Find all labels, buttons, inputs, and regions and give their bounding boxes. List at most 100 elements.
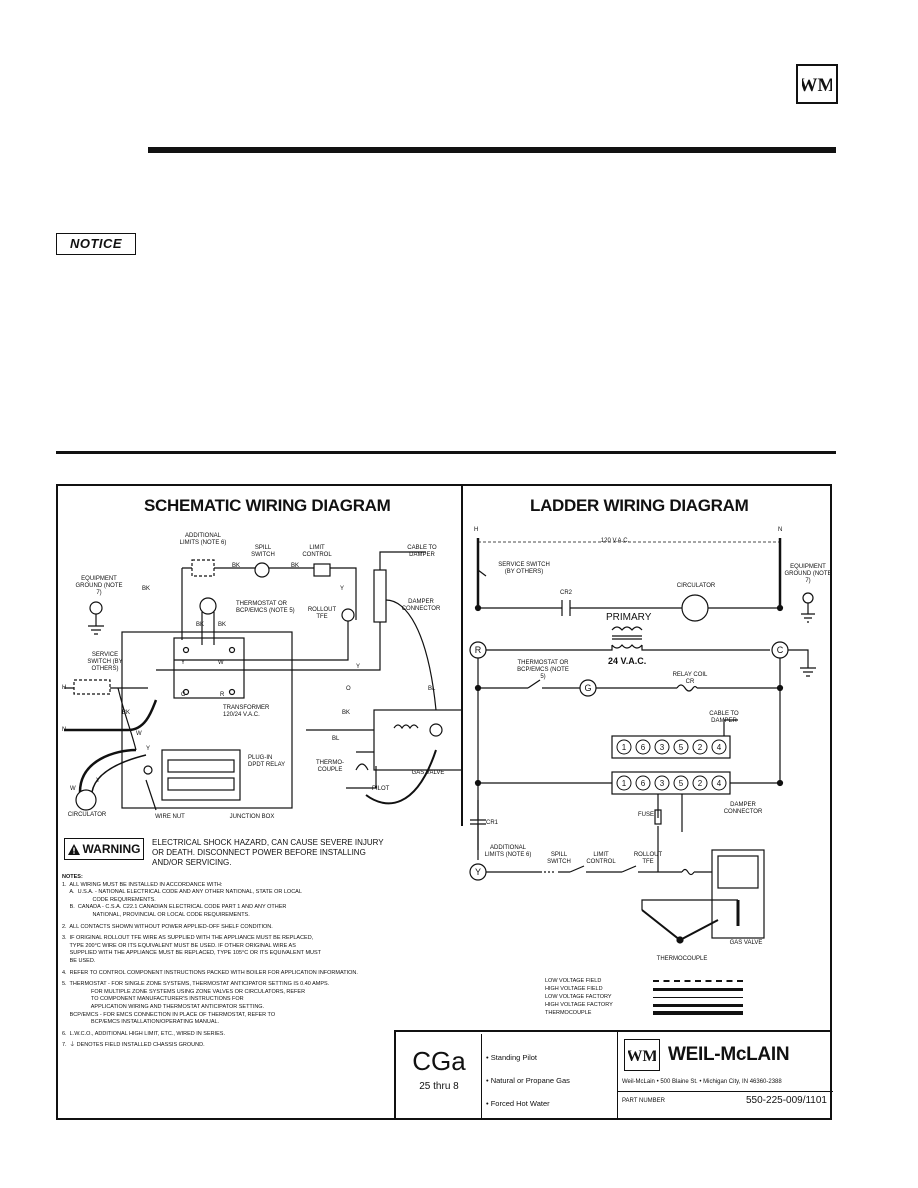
thermostat-symbol xyxy=(199,597,217,615)
legend-swatch-high-factory xyxy=(653,1003,743,1007)
note-line: 5. THERMOSTAT - FOR SINGLE ZONE SYSTEMS,… xyxy=(62,981,330,988)
warning-badge: WARNING xyxy=(64,838,144,860)
bottom-terminal-4: 5 xyxy=(679,779,684,788)
wire-legend: LOW VOLTAGE FIELD HIGH VOLTAGE FIELD LOW… xyxy=(545,977,835,1017)
r-terminal-text: R xyxy=(475,645,482,655)
sch-spill-switch-label: SPILL SWITCH xyxy=(251,545,275,558)
ladder-circulator-symbol xyxy=(681,594,709,622)
svg-text:BK: BK xyxy=(218,622,226,628)
top-terminal-1: 1 xyxy=(622,743,627,752)
model-name: CGa xyxy=(412,1046,466,1076)
svg-text:BK: BK xyxy=(196,622,204,628)
warning-triangle-icon xyxy=(67,843,80,855)
brand-box: WM WEIL-McLAIN Weil-McLain • 500 Blaine … xyxy=(617,1031,833,1120)
note-line: 1. ALL WIRING MUST BE INSTALLED IN ACCOR… xyxy=(62,881,223,888)
model-range: 25 thru 8 xyxy=(419,1081,459,1092)
svg-text:W: W xyxy=(136,731,142,737)
header-rule xyxy=(148,147,836,153)
ladder-gas-valve-box xyxy=(711,849,765,939)
legend-swatch-high-field xyxy=(653,987,743,991)
bottom-terminal-5: 2 xyxy=(698,779,703,788)
note-line: BCP/EMCS INSTALLATION/OPERATING MANUAL. xyxy=(62,1019,220,1026)
svg-text:C: C xyxy=(181,692,186,698)
part-number-label: PART NUMBER xyxy=(622,1097,666,1104)
note-line: 6. L.W.C.O., ADDITIONAL HIGH LIMIT, ETC.… xyxy=(62,1030,225,1037)
wm-logo-icon: WM xyxy=(628,1048,656,1065)
wm-logo-icon: WM xyxy=(802,75,832,96)
svg-text:O: O xyxy=(346,686,351,692)
title-block xyxy=(394,1030,832,1120)
section-rule xyxy=(56,451,836,454)
svg-text:BL: BL xyxy=(428,686,436,692)
warning-badge-text: WARNING xyxy=(82,842,141,856)
note-line: TO COMPONENT MANUFACTURER'S INSTRUCTIONS… xyxy=(62,996,244,1003)
svg-text:Y: Y xyxy=(356,664,360,670)
svg-text:Y: Y xyxy=(146,746,150,752)
limit-control-symbol xyxy=(313,563,331,577)
warning-text: ELECTRICAL SHOCK HAZARD, CAN CAUSE SEVER… xyxy=(152,838,384,867)
ld-circulator-label: CIRCULATOR xyxy=(676,583,716,589)
terminal-g xyxy=(579,679,597,697)
feature-item: • Natural or Propane Gas xyxy=(486,1076,570,1085)
brand-logo: WM xyxy=(624,1039,660,1071)
svg-text:WM: WM xyxy=(628,1048,656,1065)
ld-rollout-tfe-label: ROLLOUT TFE xyxy=(633,852,663,865)
note-line: 7. ⏚ DENOTES FIELD INSTALLED CHASSIS GRO… xyxy=(62,1042,205,1049)
ld-cr1-label: CR1 xyxy=(486,820,499,826)
g-terminal-text: G xyxy=(584,683,591,693)
ladder-ground-symbol xyxy=(802,592,814,604)
notes-heading: NOTES: xyxy=(62,874,83,880)
sch-thermocouple-label: THERMO- COUPLE xyxy=(316,760,344,773)
additional-limits-box xyxy=(191,559,215,577)
sch-pilot-label: PILOT xyxy=(372,786,390,792)
notice-badge: NOTICE xyxy=(56,233,136,255)
sch-equipment-ground-label: EQUIPMENT GROUND (NOTE 7) xyxy=(75,576,123,596)
sch-gas-valve-label: GAS VALVE xyxy=(411,770,445,776)
top-terminal-5: 2 xyxy=(698,743,703,752)
svg-text:BK: BK xyxy=(142,586,150,592)
relay-block xyxy=(161,749,241,801)
pilot-burner xyxy=(346,766,377,789)
legend-row: LOW VOLTAGE FIELD xyxy=(545,977,835,985)
note-line: 3. IF ORIGINAL ROLLOUT TFE WIRE AS SUPPL… xyxy=(62,935,314,942)
ld-h-label: H xyxy=(474,527,479,533)
ld-relay-coil-label: RELAY COIL CR xyxy=(672,672,708,685)
model-box: CGa 25 thru 8 xyxy=(397,1034,482,1118)
rollout-tfe-symbol xyxy=(341,608,355,622)
part-number-row: PART NUMBER 550-225-009/1101 xyxy=(618,1091,833,1106)
junction-box-outline xyxy=(121,631,293,809)
svg-text:Y: Y xyxy=(96,778,100,784)
damper-connector-symbol xyxy=(373,569,387,623)
feature-list: • Standing Pilot • Natural or Propane Ga… xyxy=(486,1046,616,1115)
wiring-diagram-frame xyxy=(56,484,832,1120)
legend-swatch-low-field xyxy=(653,979,743,983)
transformer-primary xyxy=(611,626,643,631)
legend-label: HIGH VOLTAGE FIELD xyxy=(545,986,603,992)
ld-spill-switch-label: SPILL SWITCH xyxy=(547,852,571,865)
brand-name: WEIL-McLAIN xyxy=(668,1044,790,1065)
sch-additional-limits-label: ADDITIONAL LIMITS (NOTE 6) xyxy=(179,533,227,546)
sch-circulator-label: CIRCULATOR xyxy=(67,812,107,818)
ld-equipment-ground-label: EQUIPMENT GROUND (NOTE 7) xyxy=(784,564,832,584)
ladder-title: LADDER WIRING DIAGRAM xyxy=(530,496,749,515)
note-line: 4. REFER TO CONTROL COMPONENT INSTRUCTIO… xyxy=(62,969,358,976)
bottom-terminal-1: 1 xyxy=(622,779,627,788)
ground-symbol-left xyxy=(89,601,103,615)
svg-text:R: R xyxy=(220,692,225,698)
bottom-terminal-6: 4 xyxy=(717,779,722,788)
note-line: SUPPLIED WITH THE APPLIANCE MUST BE REPL… xyxy=(62,950,322,957)
sch-transformer-label: TRANSFORMER 120/24 V.A.C. xyxy=(223,705,270,718)
sch-cable-to-damper-label: CABLE TO DAMPER xyxy=(407,545,437,558)
transformer-block xyxy=(173,637,245,699)
sch-relay-label: PLUG-IN DPDT RELAY xyxy=(248,755,286,768)
note-line: BE USED. xyxy=(62,957,96,964)
damper-terminal-strip-top xyxy=(611,735,731,759)
sch-n-label: N xyxy=(62,727,67,733)
gas-valve-box xyxy=(373,709,461,771)
svg-text:Y: Y xyxy=(181,660,185,666)
ladder-drawing: R C G Y 1 6 3 5 2 4 1 6 3 5 2 4 xyxy=(469,538,816,944)
legend-label: LOW VOLTAGE FACTORY xyxy=(545,994,612,1000)
sch-h-label: H xyxy=(62,685,67,691)
service-switch-box xyxy=(73,679,111,695)
